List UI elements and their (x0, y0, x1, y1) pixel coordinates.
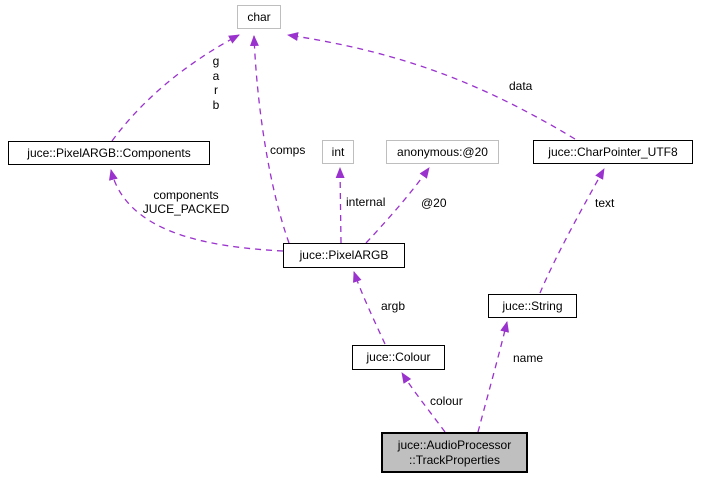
node-colour[interactable]: juce::Colour (352, 345, 445, 370)
edge-label-internal: internal (346, 195, 386, 209)
edge-colour (401, 372, 446, 433)
node-char: char (237, 5, 281, 29)
edge-at20 (365, 167, 430, 244)
edge-label-data: data (509, 79, 533, 93)
edge-label-components-juce-packed: components JUCE_PACKED (142, 188, 230, 216)
edge-internal (335, 167, 345, 244)
node-trackproperties: juce::AudioProcessor ::TrackProperties (381, 432, 528, 473)
node-pixelargb-components[interactable]: juce::PixelARGB::Components (8, 141, 210, 165)
edge-name (477, 321, 510, 433)
node-charpointer-utf8[interactable]: juce::CharPointer_UTF8 (533, 140, 693, 164)
edge-label-name: name (513, 351, 544, 365)
edge-data (287, 32, 576, 140)
node-string[interactable]: juce::String (488, 294, 577, 318)
node-pixelargb[interactable]: juce::PixelARGB (283, 243, 405, 268)
edge-label-comps: comps (270, 143, 306, 157)
edge-label-text: text (595, 196, 615, 210)
edge-label-colour: colour (430, 394, 463, 408)
edge-label-at20: @20 (421, 196, 447, 210)
edge-label-argb: argb (381, 299, 406, 313)
node-int: int (322, 140, 354, 164)
edge-comps (249, 35, 290, 244)
edge-label-garb: g a r b (212, 54, 220, 112)
edge-components (108, 169, 284, 252)
edge-argb (353, 271, 386, 345)
edge-text (539, 168, 605, 294)
node-anonymous-at20: anonymous:@20 (386, 140, 499, 164)
